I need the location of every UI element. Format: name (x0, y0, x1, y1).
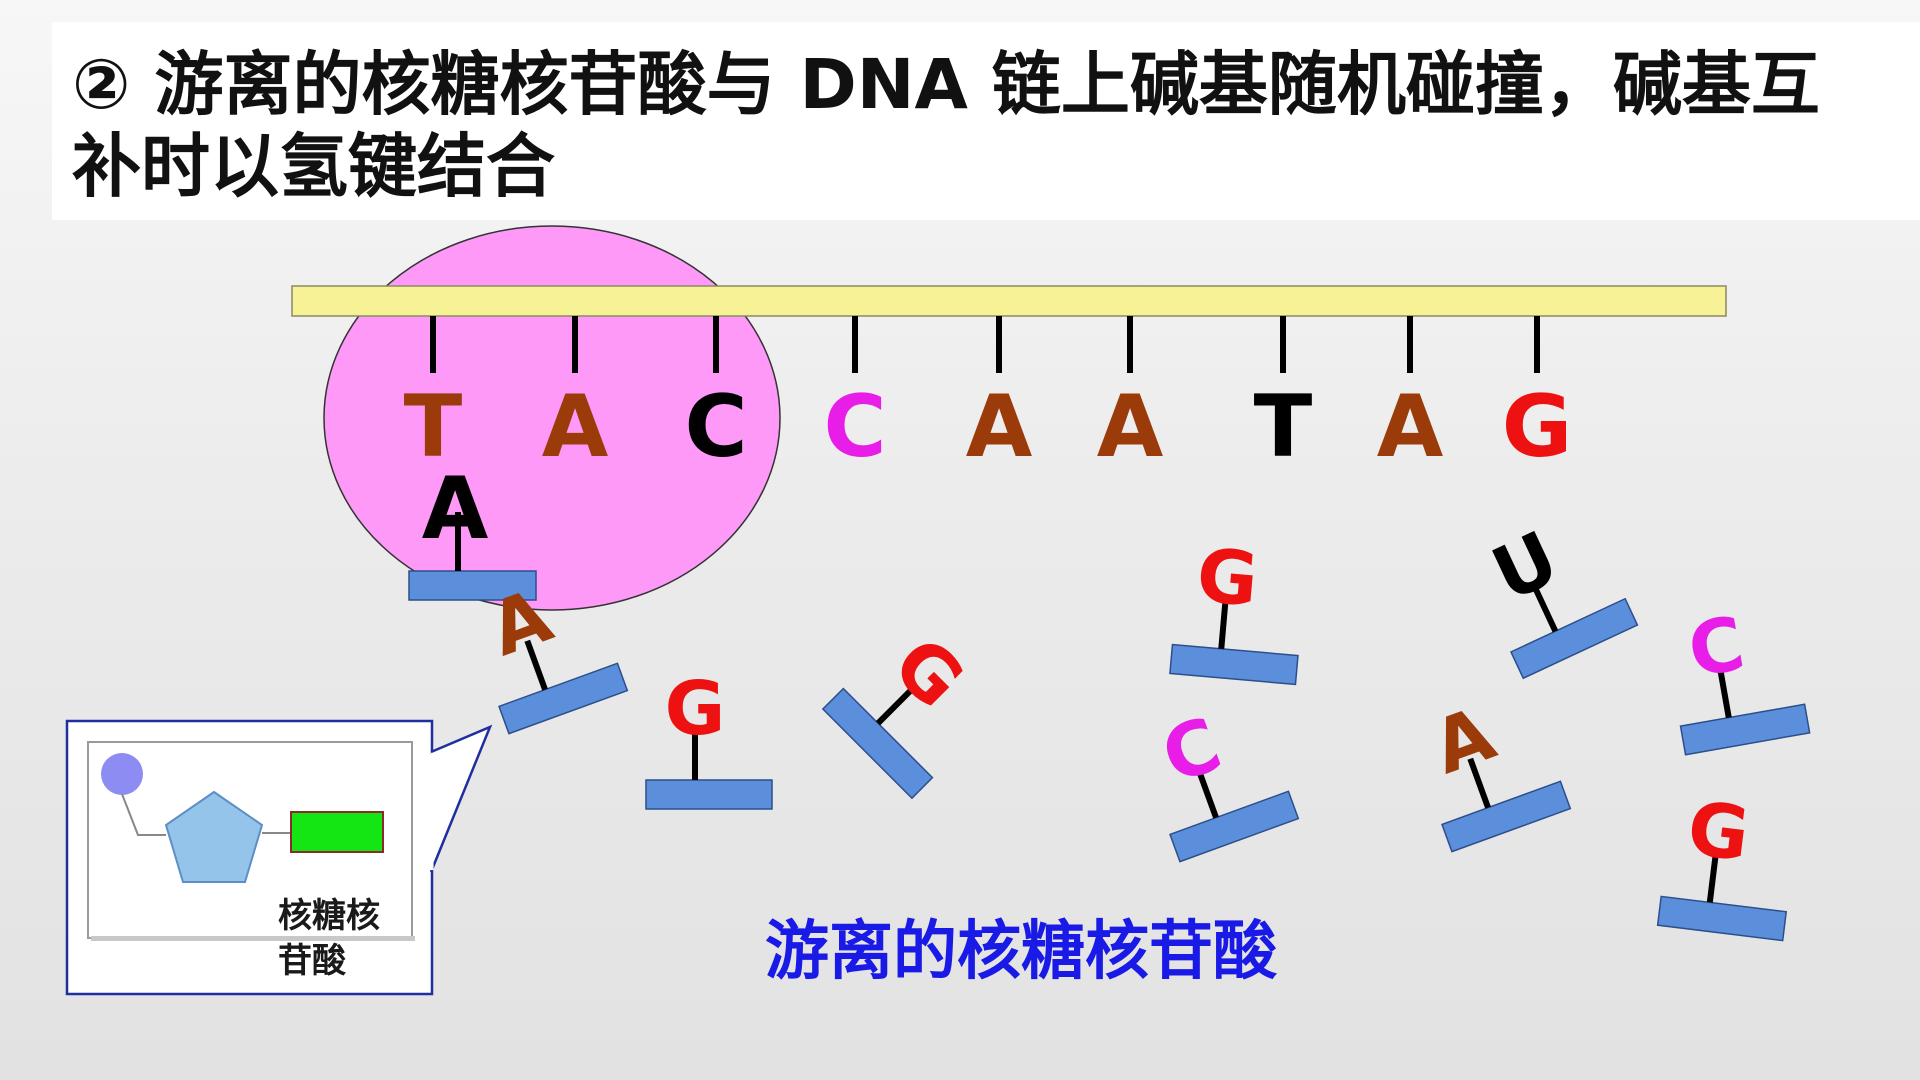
dna-base-ticks (430, 316, 1540, 373)
free-nucleotides-caption: 游离的核糖核苷酸 (765, 915, 1277, 989)
dna-base-C: C (684, 377, 747, 477)
dna-base-A: A (542, 377, 609, 477)
nucleotide-stick (524, 639, 548, 691)
rna-polymerase (323, 225, 781, 611)
free-nucleotide: C (1152, 701, 1300, 863)
paired-nucleotide: A (408, 459, 537, 601)
nucleotide-body (1679, 703, 1811, 756)
free-base-G: G (665, 666, 726, 752)
dna-base-A: A (1377, 377, 1444, 477)
inset-callout-pointer (429, 724, 493, 873)
dna-strand (291, 285, 1727, 317)
dna-base-C: C (823, 377, 886, 477)
phosphate-bond (121, 793, 166, 836)
nucleotide-stick (1530, 582, 1559, 633)
nucleotide-stick (1716, 665, 1732, 719)
dna-base-G: G (1502, 377, 1573, 477)
title-band (52, 22, 1920, 220)
free-nucleotide: U (1480, 515, 1639, 680)
free-base-G: G (1193, 533, 1261, 624)
free-base-C: C (1682, 601, 1750, 695)
inset-label-line2: 苷酸 (278, 941, 347, 981)
phosphate-icon (101, 753, 143, 795)
nucleotide-stick (1195, 767, 1219, 819)
nucleotide-body (408, 570, 537, 601)
free-base-U: U (1480, 515, 1571, 618)
nucleotide-body (821, 687, 934, 800)
nucleotide-stick (1218, 596, 1229, 650)
dna-base-A: A (966, 377, 1033, 477)
nucleotide-body (645, 779, 773, 810)
free-base-A: A (1422, 691, 1505, 791)
slide-title: ② 游离的核糖核苷酸与 DNA 链上碱基随机碰撞，碱基互补时以氢键结合 (72, 45, 1820, 207)
free-nucleotide: A (1422, 691, 1572, 853)
dna-base-T: T (404, 377, 463, 477)
paired-base-label: A (422, 459, 489, 559)
base-block-icon (290, 811, 384, 853)
nucleotide-body (1509, 597, 1639, 680)
nucleotide-body (1441, 780, 1572, 853)
free-nucleotide: C (1679, 601, 1811, 756)
inset-label-line1: 核糖核 (278, 896, 380, 936)
nucleotide-stick (875, 684, 917, 726)
free-base-C: C (1152, 701, 1232, 800)
nucleotide-body (498, 662, 629, 735)
nucleotide-body (1169, 643, 1299, 686)
nucleotide-body (1169, 790, 1300, 863)
dna-base-A: A (1097, 377, 1164, 477)
nucleotide-stick (1467, 757, 1491, 809)
dna-base-T: T (1254, 377, 1313, 477)
free-nucleotide: G (1169, 533, 1299, 686)
free-nucleotide: G (645, 666, 773, 810)
ribose-pentagon-icon (164, 790, 264, 883)
inset-panel: 核糖核 苷酸 (65, 719, 493, 996)
free-nucleotide: G (1656, 786, 1788, 942)
nucleotide-body (1656, 895, 1788, 942)
free-base-G: G (1683, 786, 1754, 879)
nucleotide-stick (1706, 850, 1720, 903)
free-nucleotide: G (821, 621, 980, 800)
